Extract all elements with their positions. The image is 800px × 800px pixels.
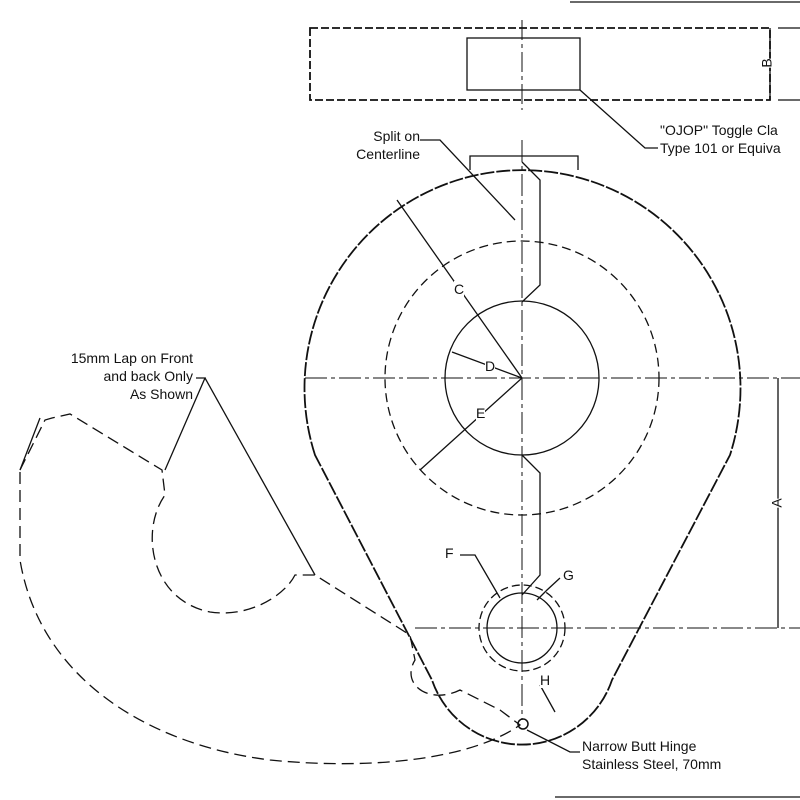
hinge-leader: [526, 729, 580, 753]
clamp-leader: [579, 89, 658, 149]
lap-leader-2: [204, 377, 316, 576]
dim-d-label: D: [485, 358, 496, 374]
tab: [469, 155, 579, 170]
dim-g-leader: [536, 577, 561, 601]
dim-e-label: E: [476, 405, 486, 421]
flap-tab: [19, 417, 41, 471]
dim-e-line: [419, 377, 523, 471]
split-label-1: Split on: [373, 128, 420, 144]
split-upper: [521, 161, 541, 303]
toggle-clamp: [466, 37, 581, 91]
clamp-label-1: "OJOP" Toggle Cla: [660, 122, 778, 138]
lap-label-2: and back Only: [103, 368, 194, 384]
hinge-label-2: Stainless Steel, 70mm: [582, 756, 722, 772]
dim-c-label: C: [454, 281, 465, 297]
dim-a-label: A: [768, 498, 785, 508]
dim-h-label: H: [540, 672, 551, 688]
dim-f-leader: [460, 554, 501, 599]
unfolded-flap: [19, 413, 522, 765]
split-lower: [521, 454, 541, 596]
clamp-label-2: Type 101 or Equiva: [660, 140, 781, 156]
dim-b-label: B: [758, 58, 775, 68]
top-view-box: [309, 27, 771, 101]
dim-f-label: F: [445, 545, 454, 561]
hinge-label-1: Narrow Butt Hinge: [582, 738, 697, 754]
hinge-icon: [517, 718, 529, 730]
dim-g-label: G: [563, 567, 574, 583]
dim-h-leader: [539, 684, 556, 713]
teardrop-outline: [303, 169, 742, 746]
split-label-2: Centerline: [356, 146, 420, 162]
lap-label-3: As Shown: [129, 386, 193, 402]
lap-label-1: 15mm Lap on Front: [70, 350, 193, 366]
split-leader: [420, 139, 516, 221]
